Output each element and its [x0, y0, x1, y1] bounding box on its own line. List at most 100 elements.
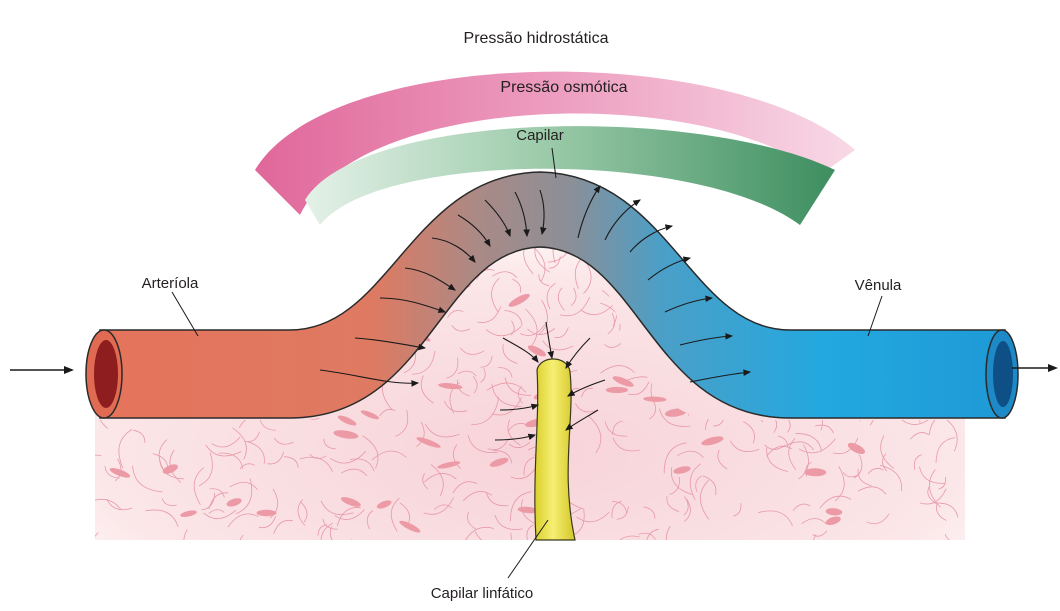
arteriole-lumen	[94, 340, 118, 408]
tissue-fiber	[849, 199, 869, 208]
tissue-fiber	[199, 284, 220, 299]
cell-nucleus	[333, 250, 359, 258]
tissue-fiber	[936, 179, 947, 192]
tissue-fiber	[796, 316, 814, 321]
tissue-fiber	[860, 235, 866, 251]
hydrostatic-pressure-label: Pressão hidrostática	[464, 30, 609, 47]
tissue-fiber	[213, 268, 235, 282]
tissue-fiber	[129, 258, 163, 270]
tissue-fiber	[941, 219, 973, 235]
tissue-fiber	[834, 195, 848, 202]
tissue-fiber	[892, 208, 902, 238]
tissue-fiber	[899, 197, 903, 212]
tissue-fiber	[907, 301, 926, 316]
tissue-fiber	[366, 210, 379, 240]
tissue-fiber	[924, 306, 953, 331]
tissue-fiber	[215, 280, 239, 301]
tissue-fiber	[157, 240, 166, 256]
osmotic-pressure-label: Pressão osmótica	[500, 79, 627, 96]
tissue-fiber	[891, 200, 900, 222]
tissue-fiber	[617, 172, 623, 190]
tissue-fiber	[743, 251, 775, 260]
tissue-fiber	[351, 540, 365, 544]
tissue-fiber	[233, 183, 266, 198]
tissue-fiber	[107, 176, 116, 200]
tissue-fiber	[240, 190, 276, 198]
tissue-fiber	[700, 195, 708, 211]
tissue-fiber	[230, 242, 237, 264]
tissue-fiber	[864, 311, 869, 331]
tissue-fiber	[818, 241, 856, 253]
tissue-fiber	[733, 230, 741, 246]
tissue-fiber	[737, 289, 767, 296]
tissue-fiber	[98, 276, 106, 291]
tissue-fiber	[718, 209, 729, 220]
tissue-fiber	[677, 214, 708, 222]
venule-label: Vênula	[855, 277, 902, 294]
tissue-fiber	[280, 296, 288, 328]
tissue-fiber	[211, 170, 234, 195]
tissue-fiber	[897, 191, 907, 214]
tissue-fiber	[251, 177, 254, 191]
tissue-fiber	[202, 199, 227, 209]
tissue-fiber	[73, 300, 96, 323]
cell-nucleus	[907, 292, 933, 302]
tissue-fiber	[349, 233, 357, 248]
tissue-fiber	[779, 272, 806, 288]
tissue-fiber	[139, 191, 149, 205]
tissue-fiber	[280, 313, 290, 330]
tissue-fiber	[203, 245, 224, 250]
tissue-fiber	[106, 213, 119, 244]
cell-nucleus	[147, 214, 171, 231]
tissue-fiber	[248, 200, 286, 212]
tissue-fiber	[783, 238, 801, 242]
cell-nucleus	[606, 387, 628, 393]
cell-nucleus	[172, 250, 195, 266]
tissue-fiber	[198, 257, 219, 266]
tissue-fiber	[947, 301, 975, 320]
venule-lumen	[993, 341, 1013, 407]
tissue-fiber	[912, 191, 922, 211]
tissue-fiber	[142, 238, 156, 247]
tissue-fiber	[776, 262, 781, 279]
cell-nucleus	[923, 268, 944, 283]
tissue-fiber	[245, 288, 257, 297]
cell-nucleus	[202, 270, 228, 283]
tissue-fiber	[774, 235, 795, 245]
tissue-fiber	[363, 196, 399, 215]
tissue-fiber	[105, 309, 137, 318]
tissue-fiber	[949, 173, 957, 193]
tissue-fiber	[367, 254, 384, 258]
tissue-fiber	[210, 239, 241, 255]
tissue-fiber	[174, 216, 209, 227]
tissue-fiber	[808, 301, 816, 330]
tissue-fiber	[941, 305, 955, 312]
tissue-fiber	[139, 263, 157, 267]
cell-nucleus	[910, 286, 931, 301]
tissue-fiber	[201, 247, 216, 256]
tissue-fiber	[902, 264, 922, 296]
tissue-fiber	[107, 256, 115, 283]
tissue-fiber	[765, 274, 780, 303]
tissue-fiber	[255, 278, 273, 313]
tissue-fiber	[808, 275, 831, 306]
tissue-fiber	[242, 203, 258, 208]
tissue-fiber	[942, 266, 964, 278]
cell-nucleus	[117, 267, 137, 277]
tissue-fiber	[209, 264, 220, 294]
tissue-fiber	[323, 274, 340, 286]
tissue-fiber	[797, 252, 817, 264]
tissue-fiber	[758, 281, 772, 291]
tissue-fiber	[112, 298, 140, 311]
tissue-fiber	[656, 191, 674, 210]
tissue-fiber	[261, 277, 298, 291]
tissue-fiber	[899, 301, 918, 311]
arteriole-label: Arteríola	[142, 275, 199, 292]
tissue-fiber	[161, 228, 179, 235]
tissue-fiber	[389, 227, 405, 256]
tissue-fiber	[649, 203, 675, 223]
tissue-fiber	[941, 290, 950, 304]
tissue-fiber	[863, 207, 875, 237]
